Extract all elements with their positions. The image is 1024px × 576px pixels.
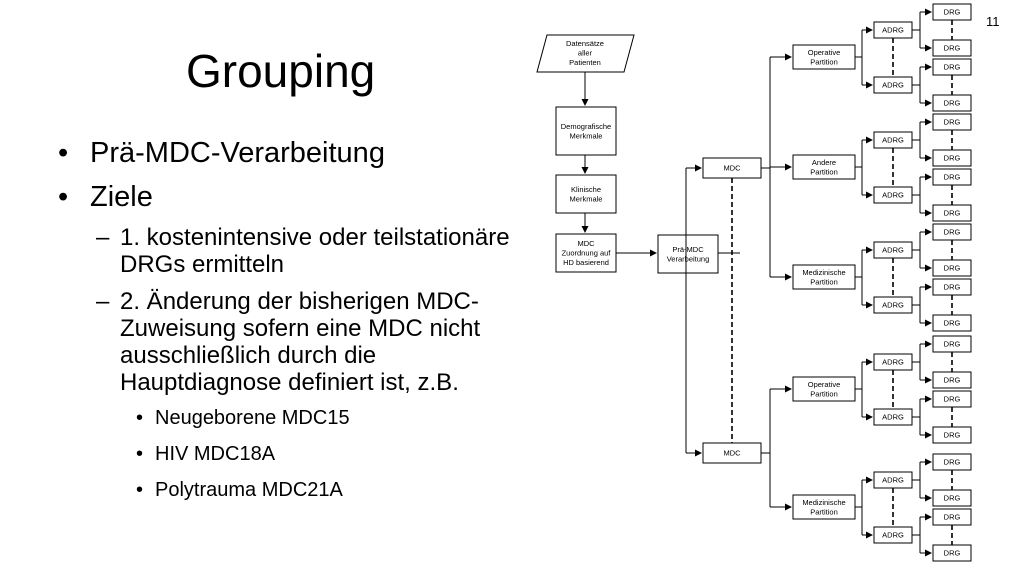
partition-label: Medizinische (802, 268, 845, 277)
process-step-label: MDC (577, 239, 595, 248)
process-step-label: Merkmale (570, 131, 603, 140)
partition-label: Partition (810, 57, 838, 66)
drg-label: DRG (944, 549, 961, 558)
drg-label: DRG (944, 513, 961, 522)
bullet-dot: • (136, 443, 144, 465)
pre-mdc-label: Verarbeitung (667, 254, 710, 263)
patient-data-label: aller (578, 49, 593, 58)
example-item: • Polytrauma MDC21A (58, 478, 518, 502)
partition-box (792, 154, 856, 180)
mdc-label: MDC (723, 164, 741, 173)
adrg-label: ADRG (882, 301, 904, 310)
slide-number: 11 (986, 14, 1000, 29)
partition-box (792, 376, 856, 402)
adrg-label: ADRG (882, 413, 904, 422)
partition-label: Operative (808, 380, 841, 389)
partition-label: Partition (810, 167, 838, 176)
adrg-label: ADRG (882, 26, 904, 35)
partition-label: Partition (810, 277, 838, 286)
adrg-label: ADRG (882, 531, 904, 540)
pre-mdc-label: Prä-MDC (672, 245, 704, 254)
partition-label: Operative (808, 48, 841, 57)
adrg-label: ADRG (882, 191, 904, 200)
drg-label: DRG (944, 99, 961, 108)
bullet-dot: • (136, 479, 144, 501)
drg-label: DRG (944, 431, 961, 440)
drg-label: DRG (944, 458, 961, 467)
drg-label: DRG (944, 209, 961, 218)
patient-data-label: Patienten (569, 58, 601, 67)
process-step-label: Klinische (571, 185, 601, 194)
process-step-box (555, 106, 617, 156)
drg-label: DRG (944, 8, 961, 17)
drg-label: DRG (944, 319, 961, 328)
drg-label: DRG (944, 283, 961, 292)
slide-title: Grouping (186, 45, 376, 97)
adrg-label: ADRG (882, 476, 904, 485)
sub-bullet-text: 2. Änderung der bisherigen MDC-Zuweisung… (120, 288, 481, 396)
process-step-box (555, 233, 617, 273)
partition-label: Medizinische (802, 498, 845, 507)
drg-label: DRG (944, 118, 961, 127)
mdc-label: MDC (723, 449, 741, 458)
example-text: HIV MDC18A (155, 443, 276, 465)
example-text: Neugeborene MDC15 (155, 407, 350, 429)
partition-label: Andere (812, 158, 836, 167)
process-step-box (555, 174, 617, 214)
adrg-label: ADRG (882, 136, 904, 145)
drg-label: DRG (944, 154, 961, 163)
drg-label: DRG (944, 494, 961, 503)
process-step-label: Demografische (561, 122, 611, 131)
process-step-label: Zuordnung auf (562, 249, 612, 258)
example-text: Polytrauma MDC21A (155, 479, 343, 501)
drg-label: DRG (944, 376, 961, 385)
adrg-label: ADRG (882, 246, 904, 255)
adrg-label: ADRG (882, 81, 904, 90)
dash-marker: – (96, 224, 110, 251)
partition-label: Partition (810, 507, 838, 516)
dash-marker: – (96, 288, 110, 315)
drg-label: DRG (944, 395, 961, 404)
sub-bullet-item: – 2. Änderung der bisherigen MDC-Zuweisu… (58, 288, 518, 396)
bullet-item: Prä-MDC-Verarbeitung (58, 136, 518, 171)
patient-data-shape (536, 34, 635, 73)
drg-label: DRG (944, 340, 961, 349)
sub-bullet-text: 1. kostenintensive oder teilstationäre D… (120, 224, 510, 278)
drg-label: DRG (944, 44, 961, 53)
pre-mdc-box (657, 234, 719, 274)
adrg-label: ADRG (882, 358, 904, 367)
drg-label: DRG (944, 228, 961, 237)
bullet-list: Prä-MDC-Verarbeitung Ziele – 1. kostenin… (58, 136, 518, 514)
example-item: • HIV MDC18A (58, 442, 518, 466)
sub-bullet-item: – 1. kostenintensive oder teilstationäre… (58, 224, 518, 278)
partition-label: Partition (810, 389, 838, 398)
drg-label: DRG (944, 63, 961, 72)
drg-label: DRG (944, 173, 961, 182)
example-item: • Neugeborene MDC15 (58, 406, 518, 430)
drg-label: DRG (944, 264, 961, 273)
partition-box (792, 44, 856, 70)
patient-data-label: Datensätze (566, 39, 604, 48)
bullet-item: Ziele (58, 180, 518, 215)
bullet-dot: • (136, 407, 144, 429)
process-step-label: Merkmale (570, 194, 603, 203)
process-step-label: HD basierend (563, 258, 609, 267)
